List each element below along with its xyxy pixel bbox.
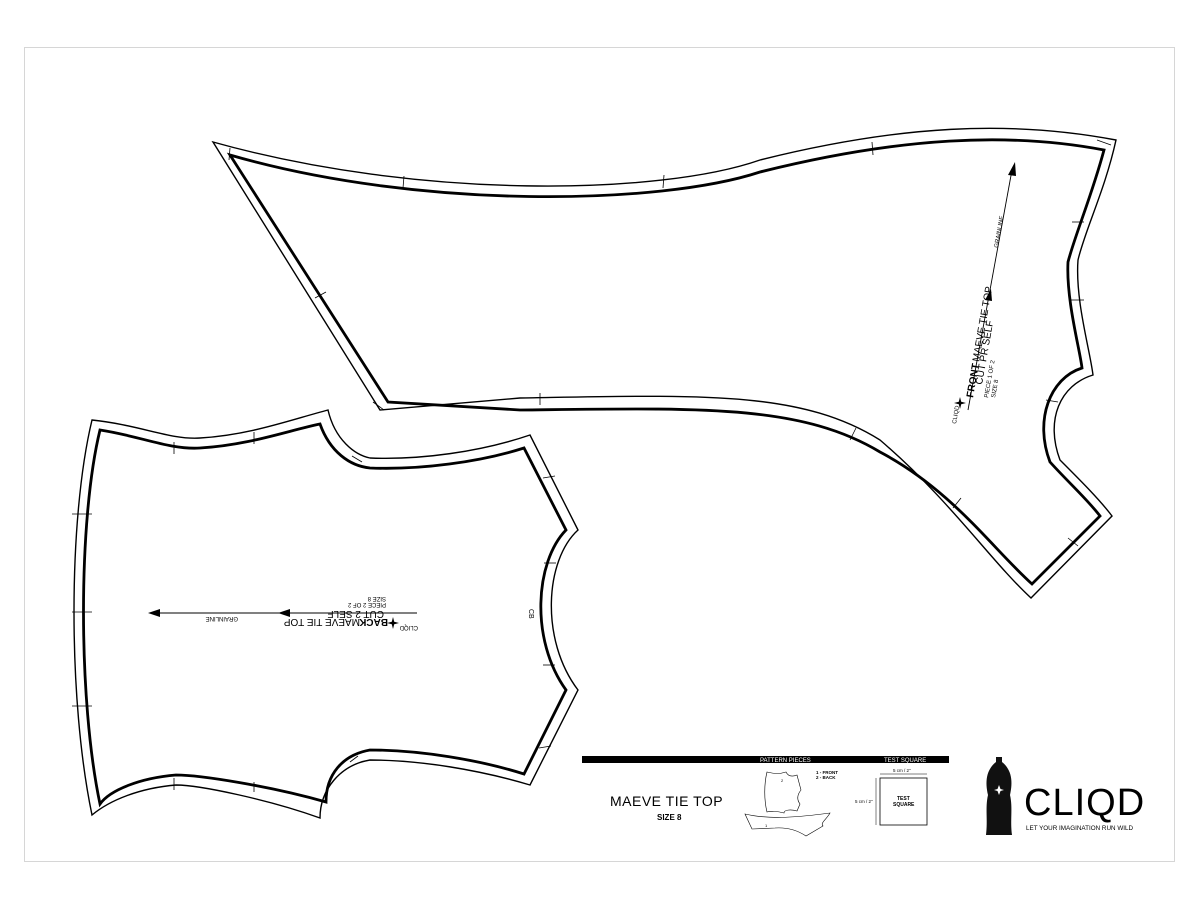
back-thumbnail [764, 771, 802, 814]
sparkle-icon [387, 617, 399, 629]
front-piece-labels: CLIQD FRONT MAEVE TIE TOP CUT PR SELF PI… [952, 285, 1000, 424]
back-seam-line [82, 422, 568, 808]
front-pattern-piece: GRAINLINE CLIQD FRONT MAEVE TIE TOP CUT … [211, 127, 1117, 599]
back-thumbnail-number: 2 [781, 778, 784, 783]
dress-form-icon [986, 757, 1012, 835]
piece-list-back: 2 - BACK [816, 775, 836, 780]
cb-mark: CB [527, 609, 534, 619]
front-grainline: GRAINLINE [967, 162, 1016, 411]
test-square-label-2: SQUARE [893, 802, 915, 808]
front-notches [228, 139, 1112, 547]
test-square-label: TEST [897, 796, 910, 802]
back-notches [72, 432, 556, 792]
test-square-header: TEST SQUARE [884, 758, 926, 764]
back-cut-line [73, 409, 579, 819]
back-cut-label: CUT 2 SELF [328, 608, 385, 619]
back-pattern-piece: GRAINLINE CLIQD BACK MAEVE TIE TOP CUT 2… [72, 409, 579, 819]
legend-header-bar [582, 756, 949, 763]
back-size-label: SIZE 8 [367, 595, 386, 601]
front-thumbnail [744, 812, 831, 837]
test-square-height: 5 cm / 2" [855, 799, 873, 804]
test-square-width: 5 cm / 2" [893, 768, 911, 773]
front-size-label: SIZE 8 [991, 379, 1000, 399]
brand-name: CLIQD [1024, 782, 1145, 824]
front-brand-label: CLIQD [952, 405, 961, 425]
legend-size: SIZE 8 [657, 813, 682, 822]
front-thumbnail-number: 1 [765, 823, 768, 828]
back-piece-labels: CLIQD BACK MAEVE TIE TOP CUT 2 SELF PIEC… [284, 595, 534, 630]
brand-logo: CLIQD LET YOUR IMAGINATION RUN WILD [986, 757, 1145, 835]
brand-tagline: LET YOUR IMAGINATION RUN WILD [1026, 825, 1134, 832]
test-square: 5 cm / 2" 5 cm / 2" TEST SQUARE [855, 768, 928, 826]
back-piece-number-label: PIECE 2 OF 2 [347, 601, 386, 607]
legend-title: MAEVE TIE TOP [610, 793, 723, 809]
back-name-label: MAEVE TIE TOP [284, 616, 360, 627]
legend-block: PATTERN PIECES TEST SQUARE MAEVE TIE TOP… [582, 756, 949, 837]
piece-list-front: 1 - FRONT [816, 770, 838, 775]
back-title-label: BACK [358, 616, 388, 627]
pattern-sheet [24, 47, 1175, 862]
back-grainline: GRAINLINE [148, 609, 417, 621]
sparkle-icon [954, 397, 966, 409]
pattern-thumbnails: 2 1 [744, 771, 831, 837]
front-grainline-label: GRAINLINE [994, 215, 1006, 248]
back-brand-label: CLIQD [399, 624, 418, 630]
back-grainline-label: GRAINLINE [206, 615, 238, 621]
pattern-pieces-header: PATTERN PIECES [760, 758, 811, 764]
front-seam-line [226, 138, 1106, 586]
front-cut-line [211, 127, 1117, 599]
